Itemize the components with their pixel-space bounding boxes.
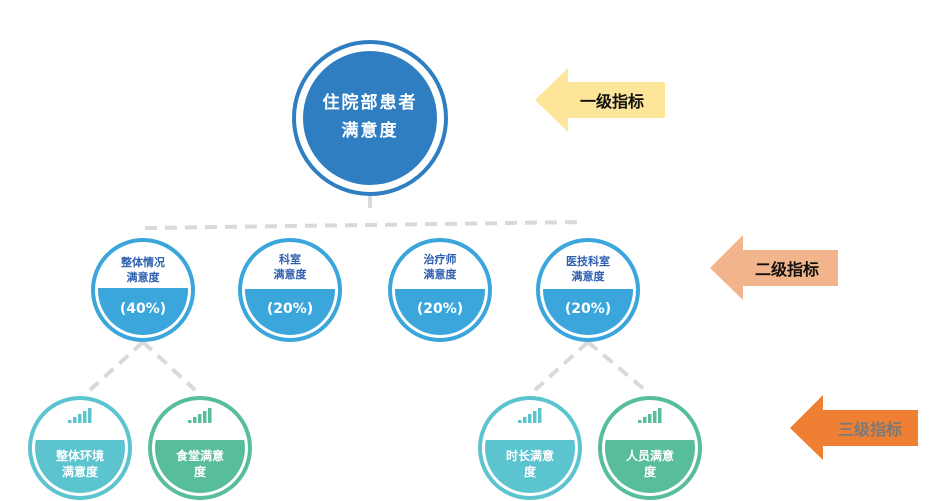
signal-bars-icon: [68, 408, 92, 423]
root-label-line1: 住院部患者: [323, 92, 418, 113]
level2-node-overall: 整体情况 满意度 (40%): [91, 238, 195, 342]
level2-label-line1: 整体情况: [120, 255, 165, 269]
level3-label-line2: 满意度: [62, 464, 99, 479]
connector-level2-bar: [144, 220, 586, 230]
level2-label-line1: 科室: [279, 252, 301, 266]
legend-arrow-level3: 三级指标: [790, 395, 918, 460]
connector-l2a-l3b: [141, 340, 197, 392]
legend-arrow-level1: 一级指标: [535, 68, 665, 132]
level2-weight: (20%): [267, 301, 313, 317]
legend-label: 一级指标: [580, 92, 644, 111]
connectors: [88, 196, 647, 392]
root-node: 住院部患者 满意度: [292, 40, 448, 196]
level3-label-line2: 度: [194, 464, 207, 479]
signal-bars-icon: [638, 408, 662, 423]
level2-node-department: 科室 满意度 (20%): [238, 238, 342, 342]
level2-weight: (20%): [417, 301, 463, 317]
level3-label-line1: 人员满意: [626, 448, 674, 463]
level2-label-line1: 治疗师: [424, 252, 457, 266]
level3-label-line1: 时长满意: [506, 448, 554, 463]
level3-label-line1: 食堂满意: [175, 448, 224, 463]
level2-weight: (40%): [120, 301, 166, 317]
connector-l2d-l3c: [533, 340, 590, 392]
legend-label: 二级指标: [755, 260, 819, 279]
connector-l2d-l3d: [586, 340, 647, 392]
connector-l2a-l3a: [88, 340, 145, 392]
signal-bars-icon: [518, 408, 542, 423]
root-label-line2: 满意度: [342, 120, 399, 141]
level2-label-line2: 满意度: [274, 267, 308, 281]
level3-label-line2: 度: [644, 464, 657, 479]
level2-node-medtech: 医技科室 满意度 (20%): [536, 238, 640, 342]
legend-arrow-level2: 二级指标: [710, 235, 838, 300]
level2-label-line2: 满意度: [127, 270, 161, 284]
level3-label-line2: 度: [524, 464, 537, 479]
level2-weight: (20%): [565, 301, 611, 317]
signal-bars-icon: [188, 408, 212, 423]
level2-label-line1: 医技科室: [566, 254, 610, 268]
level2-label-line2: 满意度: [572, 269, 606, 283]
level2-label-line2: 满意度: [424, 267, 458, 281]
level3-label-line1: 整体环境: [55, 448, 104, 463]
legend-label: 三级指标: [838, 420, 902, 439]
level2-node-therapist: 治疗师 满意度 (20%): [388, 238, 492, 342]
